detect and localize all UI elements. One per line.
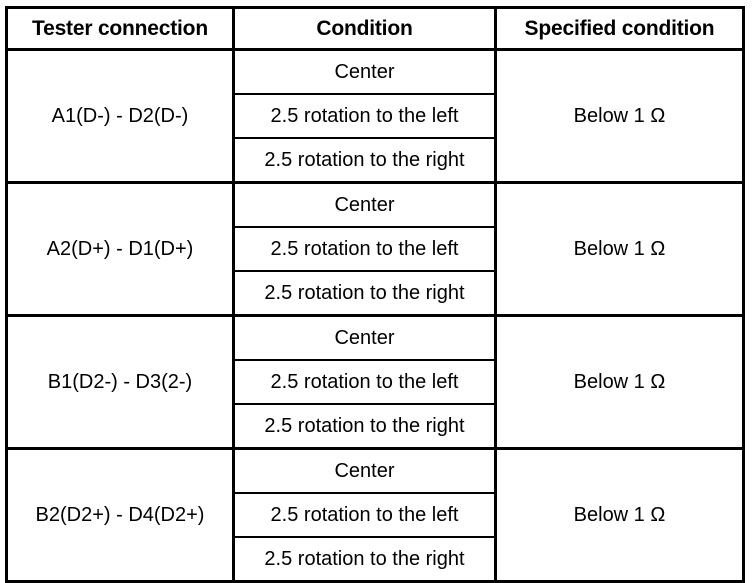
table-header: Tester connection Condition Specified co… xyxy=(5,6,745,51)
condition-cell-center: Center xyxy=(232,181,497,228)
table-row: A2(D+) - D1(D+) Center Below 1 Ω xyxy=(5,181,745,317)
specified-condition-cell: Below 1 Ω xyxy=(494,181,745,317)
condition-cell-right: 2.5 rotation to the right xyxy=(232,403,497,450)
condition-cell-center: Center xyxy=(232,447,497,494)
table-row: 2.5 rotation to the right xyxy=(7,403,744,450)
table-body: A1(D-) - D2(D-) Center Below 1 Ω 2.5 rot… xyxy=(5,48,745,583)
condition-cell-left: 2.5 rotation to the left xyxy=(232,359,497,405)
column-header-condition: Condition xyxy=(232,6,497,51)
condition-cell-left: 2.5 rotation to the left xyxy=(232,93,497,139)
table-row: B1(D2-) - D3(2-) Center Below 1 Ω xyxy=(5,314,745,450)
column-header-specified-condition: Specified condition xyxy=(494,6,745,51)
table-row: 2.5 rotation to the left xyxy=(7,226,744,272)
table-row: B2(D2+) - D4(D2+) Center Below 1 Ω xyxy=(5,447,745,583)
condition-cell-left: 2.5 rotation to the left xyxy=(232,492,497,538)
condition-cell-right: 2.5 rotation to the right xyxy=(232,137,497,184)
table-row: 2.5 rotation to the right xyxy=(7,137,744,184)
table-row: 2.5 rotation to the left xyxy=(7,492,744,538)
table-page: Tester connection Condition Specified co… xyxy=(5,6,745,583)
condition-cell-right: 2.5 rotation to the right xyxy=(232,536,497,583)
condition-cell-right: 2.5 rotation to the right xyxy=(232,270,497,317)
condition-cell-center: Center xyxy=(232,314,497,361)
tester-connection-cell: A2(D+) - D1(D+) xyxy=(5,181,235,317)
tester-connection-cell: A1(D-) - D2(D-) xyxy=(5,48,235,184)
condition-cell-left: 2.5 rotation to the left xyxy=(232,226,497,272)
specified-condition-cell: Below 1 Ω xyxy=(494,447,745,583)
specified-condition-cell: Below 1 Ω xyxy=(494,314,745,450)
inspection-specification-table: Tester connection Condition Specified co… xyxy=(5,6,745,583)
header-row: Tester connection Condition Specified co… xyxy=(5,6,745,51)
table-row: 2.5 rotation to the right xyxy=(7,270,744,317)
tester-connection-cell: B1(D2-) - D3(2-) xyxy=(5,314,235,450)
condition-cell-center: Center xyxy=(232,48,497,95)
table-row: A1(D-) - D2(D-) Center Below 1 Ω xyxy=(5,48,745,184)
table-row: 2.5 rotation to the left xyxy=(7,93,744,139)
specified-condition-cell: Below 1 Ω xyxy=(494,48,745,184)
tester-connection-cell: B2(D2+) - D4(D2+) xyxy=(5,447,235,583)
column-header-tester-connection: Tester connection xyxy=(5,6,235,51)
table-row: 2.5 rotation to the left xyxy=(7,359,744,405)
